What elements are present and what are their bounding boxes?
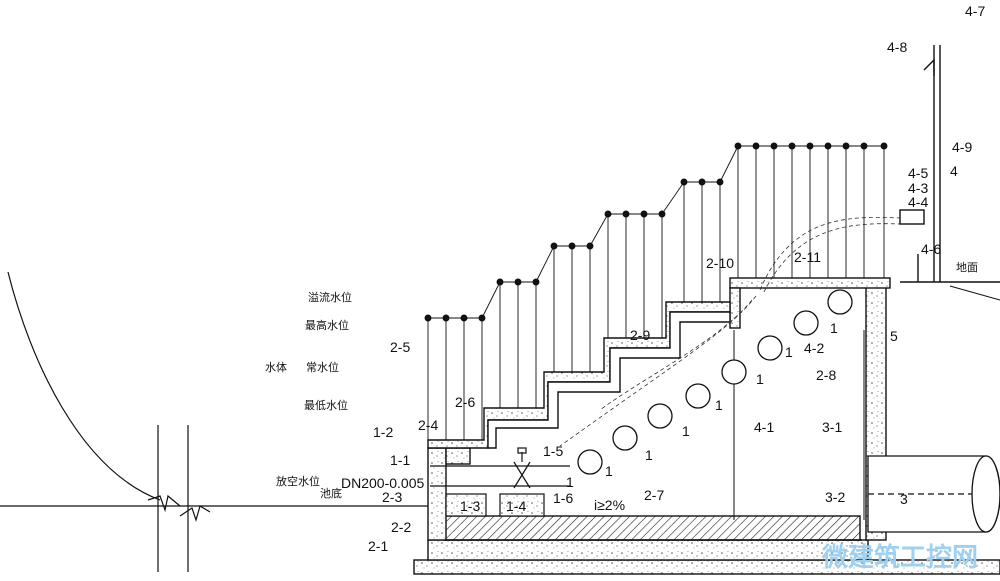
part-1-5: 1-5	[543, 443, 563, 459]
level-dot	[770, 142, 778, 150]
part-4: 4	[950, 163, 958, 179]
part-2-11: 2-11	[794, 249, 821, 265]
spray-arcs	[559, 216, 901, 447]
drop-label-b: 1	[645, 447, 653, 463]
part-2-1: 2-1	[368, 538, 388, 554]
level-dot	[424, 314, 432, 322]
part-2-4: 2-4	[418, 417, 438, 433]
level-dot	[824, 142, 832, 150]
part-3-1: 3-1	[822, 419, 842, 435]
water-drop-7	[793, 310, 819, 336]
part-2-6: 2-6	[455, 394, 475, 410]
part-4-4: 4-4	[908, 194, 928, 210]
water-drop-4	[685, 383, 711, 409]
water-drop-1	[577, 449, 603, 475]
part-4-9: 4-9	[952, 139, 972, 155]
part-2-8: 2-8	[816, 367, 836, 383]
label-normal: 常水位	[306, 360, 339, 374]
labels: 溢流水位 最高水位 水体 常水位 最低水位 放空水位 池底 地面 DN200-0…	[265, 3, 985, 573]
water-drop-5	[721, 359, 747, 385]
label-ground: 地面	[956, 261, 978, 274]
level-dot	[568, 242, 576, 250]
part-2-2: 2-2	[391, 519, 411, 535]
part-4-2: 4-2	[804, 340, 824, 356]
water-drops	[577, 289, 853, 475]
part-1-4: 1-4	[506, 498, 526, 514]
level-dot	[842, 142, 850, 150]
drop-label-g: 1	[830, 320, 838, 336]
label-body: 水体	[265, 360, 287, 374]
part-2-7: 2-7	[644, 487, 664, 503]
level-dot	[514, 278, 522, 286]
part-4-1: 4-1	[754, 419, 774, 435]
drop-label-a: 1	[605, 463, 613, 479]
part-3: 3	[900, 491, 908, 507]
level-dot	[442, 314, 450, 322]
level-dot	[752, 142, 760, 150]
part-3-2: 3-2	[825, 489, 845, 505]
part-1-6: 1-6	[553, 490, 573, 506]
level-dot	[496, 278, 504, 286]
water-drop-6	[757, 335, 783, 361]
level-connector-5	[719, 145, 739, 183]
part-4-8: 4-8	[887, 39, 907, 55]
part-2-3: 2-3	[382, 489, 402, 505]
drop-label-f: 1	[785, 344, 793, 360]
level-dot	[550, 242, 558, 250]
level-connector-4	[661, 181, 685, 215]
part-1-valve: 1	[566, 474, 574, 490]
level-connector-1	[481, 281, 501, 319]
part-4-5: 4-5	[908, 165, 928, 181]
part-1-2: 1-2	[373, 424, 393, 440]
part-4-3: 4-3	[908, 180, 928, 196]
part-4-6: 4-6	[921, 241, 941, 257]
level-dot	[698, 178, 706, 186]
water-drop-8	[827, 289, 853, 315]
part-4-7: 4-7	[965, 3, 985, 19]
label-lowest: 最低水位	[304, 398, 348, 412]
level-dot	[806, 142, 814, 150]
watermark: 微建筑工控网	[821, 542, 978, 573]
part-2-10: 2-10	[706, 255, 734, 271]
part-1-3: 1-3	[460, 498, 480, 514]
part-1-1: 1-1	[390, 452, 410, 468]
level-dot	[640, 210, 648, 218]
outlet-pipe	[867, 455, 1000, 533]
drop-label-c: 1	[682, 423, 690, 439]
level-dot	[788, 142, 796, 150]
level-dot	[860, 142, 868, 150]
left-terrain	[0, 271, 430, 572]
water-drop-3	[647, 403, 673, 429]
water-drop-2	[612, 425, 638, 451]
part-2-5: 2-5	[390, 339, 410, 355]
label-slope: i≥2%	[594, 497, 625, 513]
level-dot	[622, 210, 630, 218]
label-pipe-spec: DN200-0.005	[341, 475, 424, 491]
level-markers	[424, 142, 888, 440]
label-pool-bottom: 池底	[320, 486, 342, 500]
drain-pipe	[430, 447, 570, 517]
label-overflow: 溢流水位	[308, 290, 352, 304]
level-connector-3	[589, 213, 609, 247]
nozzle-column	[899, 45, 1000, 301]
drop-label-e: 1	[756, 371, 764, 387]
part-5: 5	[890, 328, 898, 344]
label-drain: 放空水位	[276, 474, 320, 488]
level-dot	[604, 210, 612, 218]
level-dot	[734, 142, 742, 150]
level-dot	[680, 178, 688, 186]
level-dot	[880, 142, 888, 150]
level-dot	[460, 314, 468, 322]
part-2-9: 2-9	[630, 327, 650, 343]
level-connector-2	[535, 245, 555, 283]
drop-label-d: 1	[715, 397, 723, 413]
label-highest: 最高水位	[305, 318, 349, 332]
pool-foundation	[413, 515, 1000, 575]
